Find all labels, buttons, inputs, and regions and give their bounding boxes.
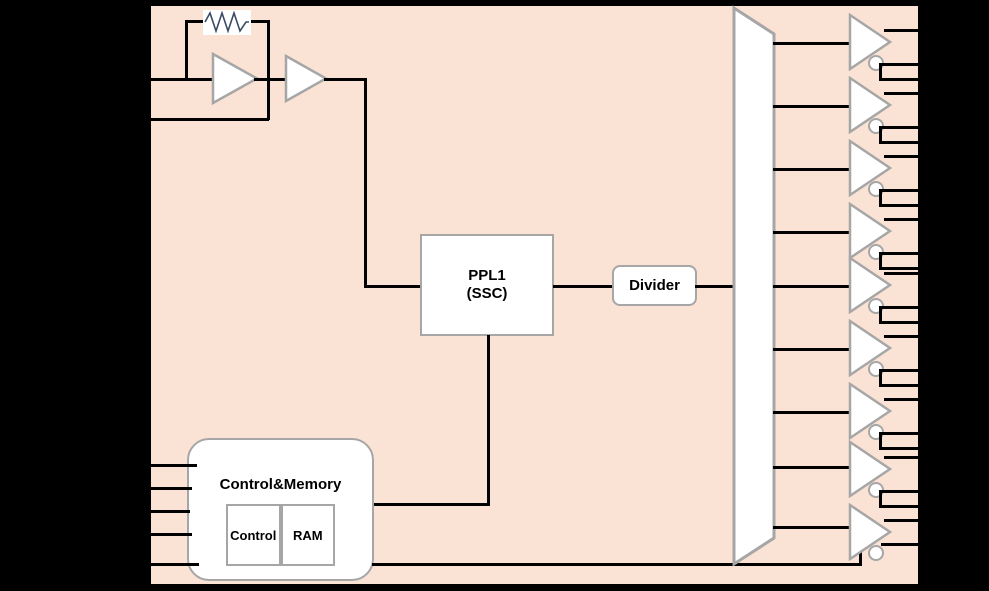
pin-ctrl-4-wire — [151, 533, 192, 536]
output-7-true-wire — [884, 398, 918, 401]
mux-out-wire-3 — [773, 168, 852, 171]
output-3-comp-drop — [879, 189, 882, 206]
output-1-comp-exit — [879, 78, 918, 81]
output-2-comp-exit — [879, 141, 918, 144]
output-7-comp-wire — [881, 432, 918, 435]
ppl1-label-line1: PPL1 — [468, 267, 506, 284]
mux-out-wire-4 — [773, 231, 852, 234]
mux-block[interactable] — [730, 4, 778, 568]
output-6-comp-drop — [879, 369, 882, 386]
feedback-resistor — [203, 10, 251, 35]
mux-out-wire-6 — [773, 348, 852, 351]
osc-feedback-top-left — [185, 20, 207, 23]
output-1-comp-drop — [879, 63, 882, 80]
output-4-comp-drop — [879, 252, 882, 269]
output-4-comp-exit — [879, 267, 918, 270]
output-5-true-wire — [884, 272, 918, 275]
output-buffer-9-symbol[interactable] — [848, 503, 893, 561]
output-2-comp-drop — [879, 126, 882, 143]
ram-subblock[interactable]: RAM — [280, 504, 335, 566]
mux-out-wire-5 — [773, 285, 852, 288]
divider-to-mux-wire — [695, 285, 739, 288]
osc-amp-1-symbol — [211, 52, 259, 105]
osc-feedback-right-leg — [267, 20, 270, 120]
output-7-comp-exit — [879, 447, 918, 450]
osc-feedback-top-right — [248, 20, 270, 23]
pin-ctrl-5-wire — [151, 563, 199, 566]
output-9-true-wire — [884, 519, 918, 522]
divider-label: Divider — [629, 276, 680, 294]
output-5-comp-wire — [881, 306, 918, 309]
control-memory-title: Control&Memory — [219, 476, 342, 493]
ram-subblock-label: RAM — [292, 527, 323, 543]
osc-feedback-left-leg — [185, 20, 188, 80]
output-2-comp-wire — [881, 126, 918, 129]
output-3-comp-wire — [881, 189, 918, 192]
output-1-true-wire — [884, 29, 918, 32]
divider-block[interactable]: Divider — [612, 265, 697, 306]
output-2-true-wire — [884, 92, 918, 95]
pin-xout-wire — [151, 118, 269, 121]
osc-amp-1-label: osc-amp-1 — [0, 0, 1, 1]
ppl1-block[interactable]: PPL1 (SSC) — [420, 234, 554, 336]
output-3-true-wire — [884, 155, 918, 158]
control-subblock[interactable]: Control — [226, 504, 281, 566]
output-4-comp-wire — [881, 252, 918, 255]
output-buffer-2-symbol[interactable] — [848, 76, 893, 134]
osc-amp1-to-amp2-wire — [254, 78, 288, 81]
output-buffer-7-symbol[interactable] — [848, 382, 893, 440]
output-8-true-wire — [884, 456, 918, 459]
output-4-true-wire — [884, 218, 918, 221]
mux-out-wire-9 — [773, 526, 852, 529]
output-1-comp-wire — [881, 63, 918, 66]
control-memory-subblocks: Control RAM — [226, 504, 335, 566]
mux-out-wire-7 — [773, 411, 852, 414]
output-7-comp-drop — [879, 432, 882, 449]
output-8-comp-exit — [879, 505, 918, 508]
control-to-buffer9-wire — [372, 563, 862, 566]
output-8-comp-drop — [879, 490, 882, 507]
pin-ctrl-3-wire — [151, 510, 190, 513]
pin-xin-wire — [151, 78, 214, 81]
output-5-comp-exit — [879, 321, 918, 324]
osc-to-ppl1-wire — [364, 285, 422, 288]
output-3-comp-exit — [879, 204, 918, 207]
osc-out-wire — [324, 78, 367, 81]
ppl1-to-divider-wire — [553, 285, 614, 288]
pin-ctrl-1-wire — [151, 464, 197, 467]
mux-out-wire-2 — [773, 105, 852, 108]
mux-out-wire-1 — [773, 42, 852, 45]
control-memory-block[interactable]: Control&Memory Control RAM — [187, 438, 374, 581]
osc-out-drop — [364, 78, 367, 285]
output-5-comp-drop — [879, 306, 882, 323]
output-6-true-wire — [884, 335, 918, 338]
osc-amp-2-label: osc-amp-2 — [0, 0, 1, 1]
mux-out-wire-8 — [773, 466, 852, 469]
control-to-ppl1-wire — [374, 503, 490, 506]
osc-amp-2-symbol — [284, 54, 328, 103]
control-subblock-label: Control — [230, 527, 277, 543]
ppl1-control-drop — [487, 335, 490, 505]
output-buffer-3-symbol[interactable] — [848, 139, 893, 197]
pin-ctrl-2-wire — [151, 487, 192, 490]
output-buffer-5-symbol[interactable] — [848, 256, 893, 314]
output-9-comp-wire — [881, 543, 918, 546]
ppl1-label-line2: (SSC) — [466, 285, 508, 302]
output-6-comp-exit — [879, 384, 918, 387]
output-buffer-8-symbol[interactable] — [848, 440, 893, 498]
output-8-comp-wire — [881, 490, 918, 493]
output-6-comp-wire — [881, 369, 918, 372]
